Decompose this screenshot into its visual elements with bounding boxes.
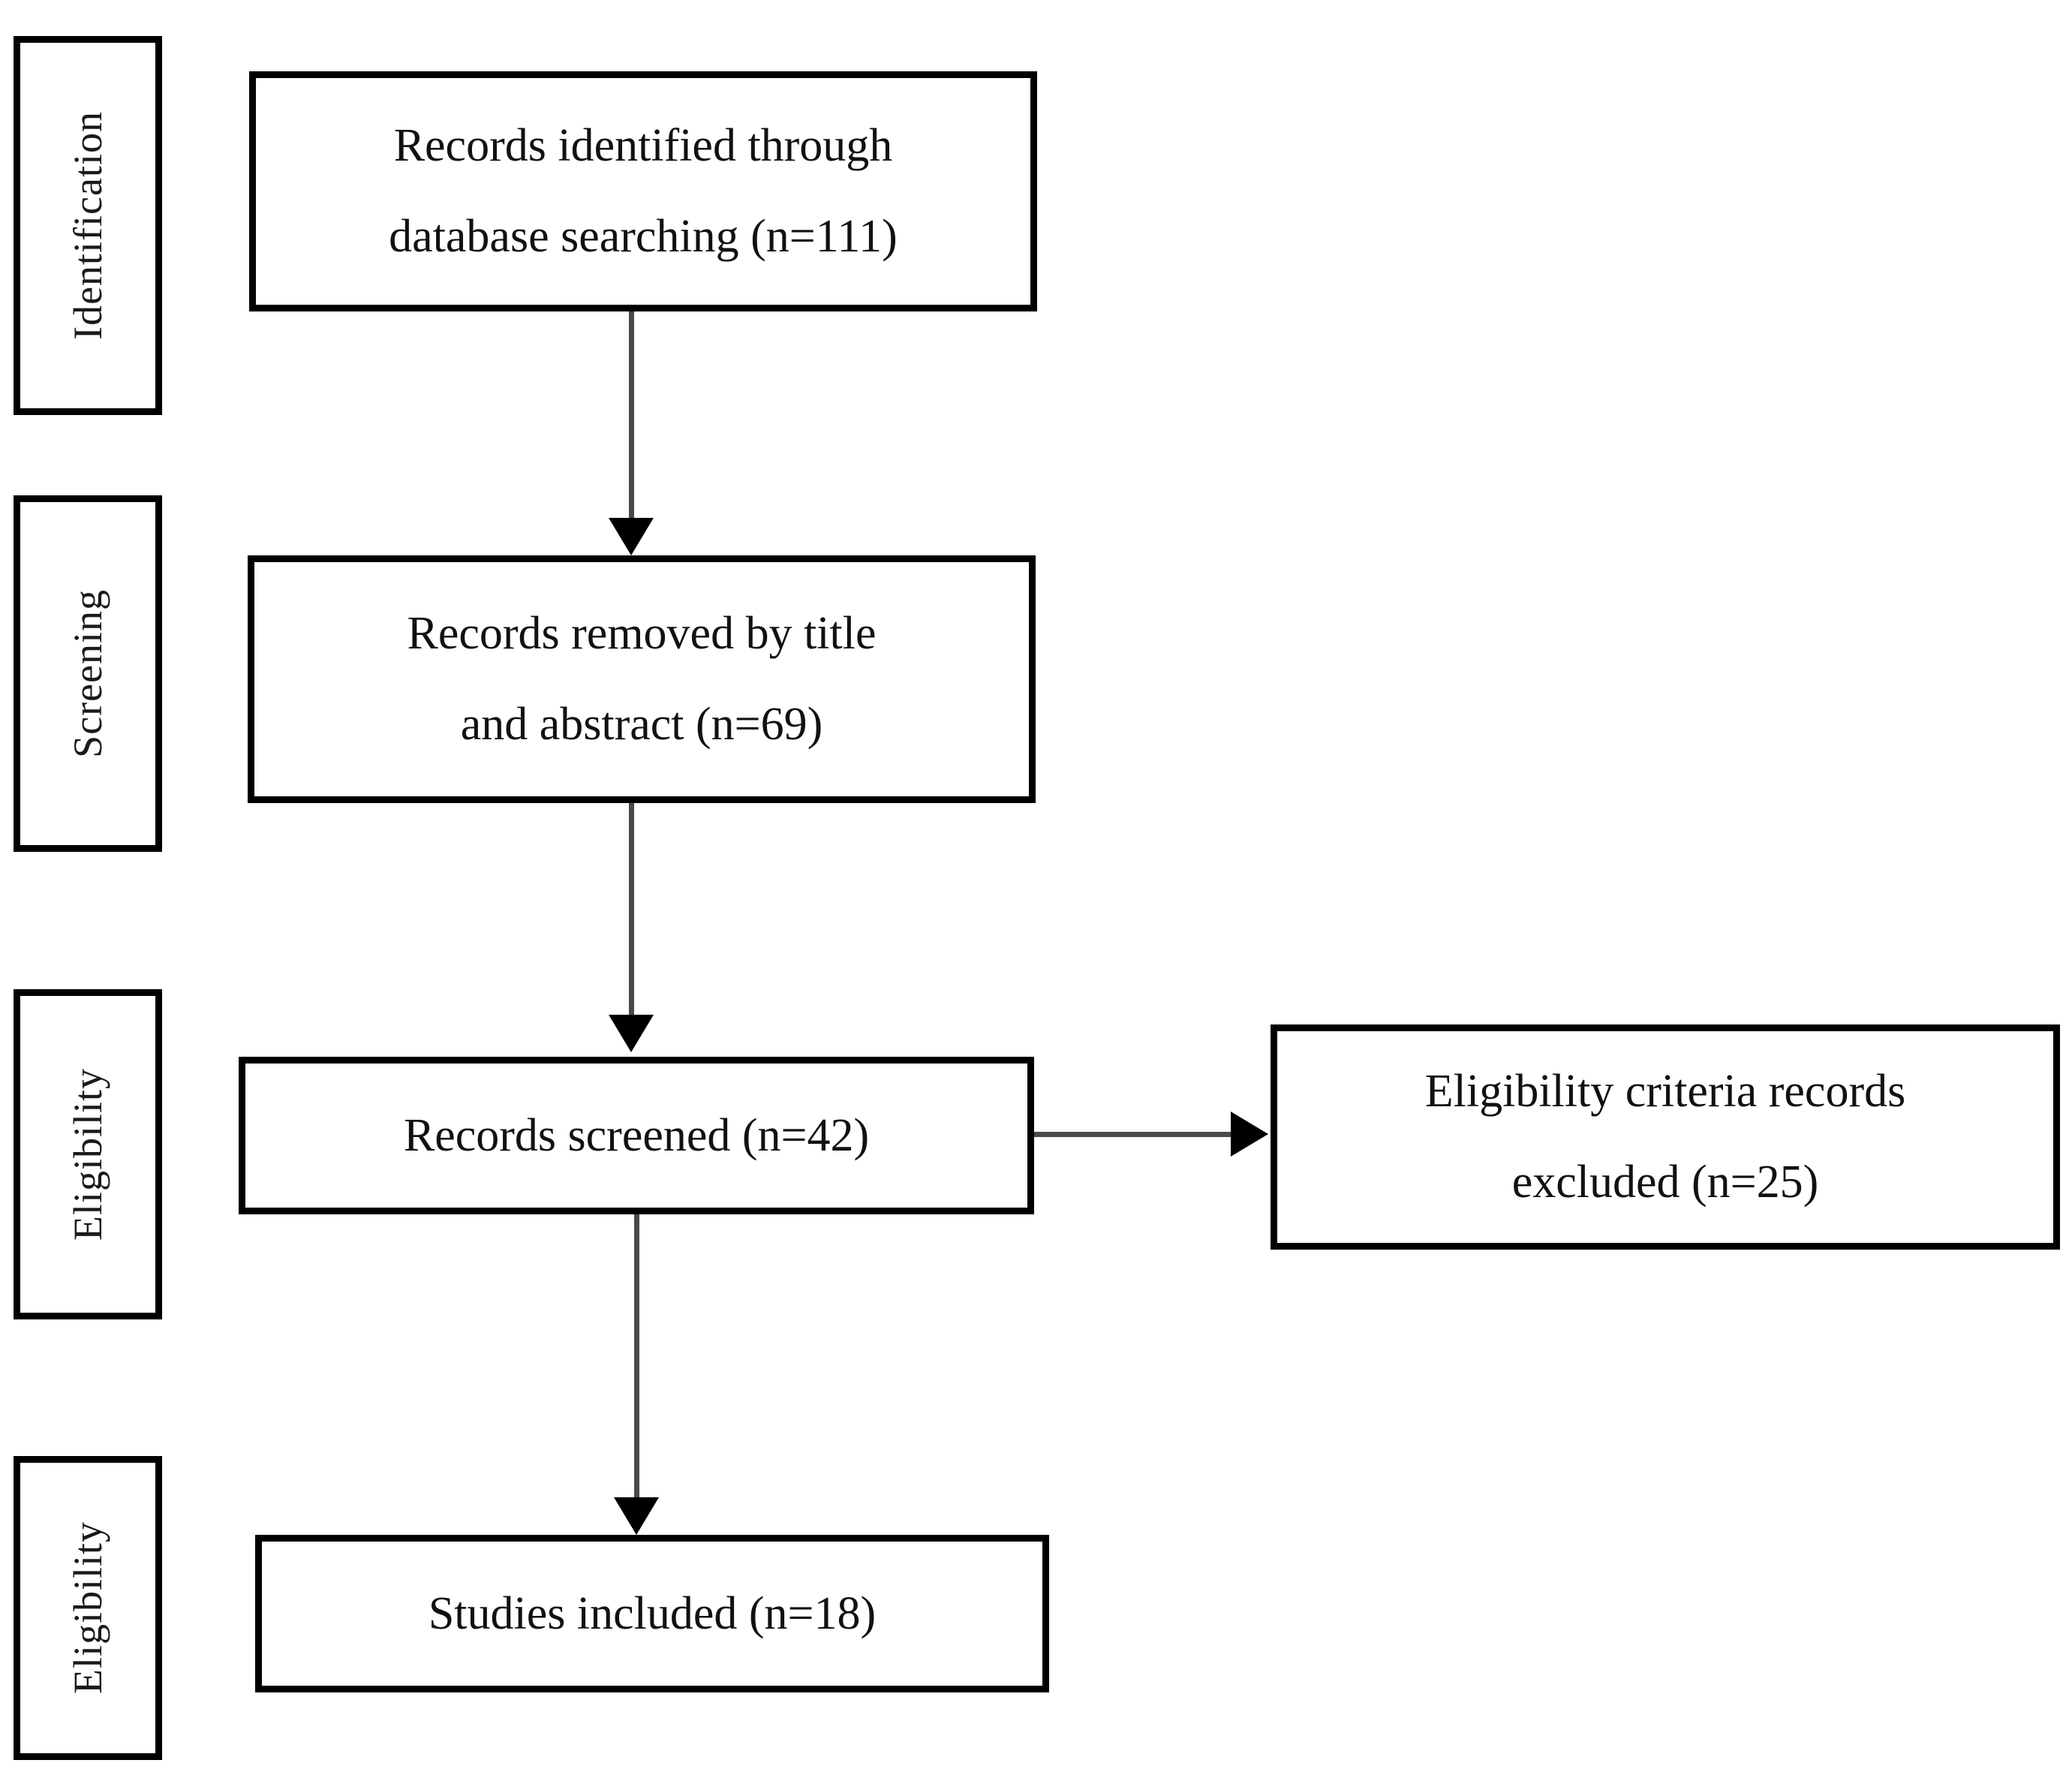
stage-label-eligibility-2: Eligibility <box>65 1521 110 1695</box>
flow-box-records-removed-line2: and abstract (n=69) <box>460 699 823 750</box>
edge-identified-to-removed-arrowhead <box>609 518 654 555</box>
edge-removed-to-screened-arrowhead <box>609 1015 654 1052</box>
edge-screened-to-included-arrowhead <box>614 1497 659 1535</box>
stage-label-screening: Screening <box>65 589 110 758</box>
stage-box-identification: Identification <box>14 36 162 415</box>
edge-identified-to-removed-line <box>629 311 634 540</box>
flow-box-records-removed-line1: Records removed by title <box>407 608 877 660</box>
stage-box-screening: Screening <box>14 495 162 852</box>
flow-box-records-identified: Records identified through database sear… <box>249 71 1037 311</box>
stage-box-eligibility: Eligibility <box>14 989 162 1319</box>
flow-box-studies-included-line1: Studies included (n=18) <box>428 1587 877 1639</box>
flow-box-records-excluded-line1: Eligibility criteria records <box>1424 1066 1906 1118</box>
edge-screened-to-excluded-arrowhead <box>1231 1112 1268 1157</box>
stage-box-eligibility-2: Eligibility <box>14 1456 162 1760</box>
flow-box-records-screened: Records screened (n=42) <box>239 1057 1034 1214</box>
flow-box-records-identified-line2: database searching (n=111) <box>389 211 898 262</box>
flow-box-records-excluded: Eligibility criteria records excluded (n… <box>1271 1024 2060 1250</box>
stage-label-eligibility: Eligibility <box>65 1067 110 1241</box>
edge-screened-to-excluded-line <box>1034 1132 1259 1137</box>
edge-screened-to-included-line <box>634 1214 639 1515</box>
flow-box-records-screened-line1: Records screened (n=42) <box>403 1109 870 1161</box>
flow-box-records-excluded-line2: excluded (n=25) <box>1511 1157 1819 1208</box>
stage-label-identification: Identification <box>65 111 110 340</box>
flow-box-records-removed: Records removed by title and abstract (n… <box>248 555 1036 803</box>
flow-box-records-identified-line1: Records identified through <box>393 120 893 172</box>
flow-box-studies-included: Studies included (n=18) <box>255 1535 1049 1692</box>
edge-removed-to-screened-line <box>629 803 634 1036</box>
